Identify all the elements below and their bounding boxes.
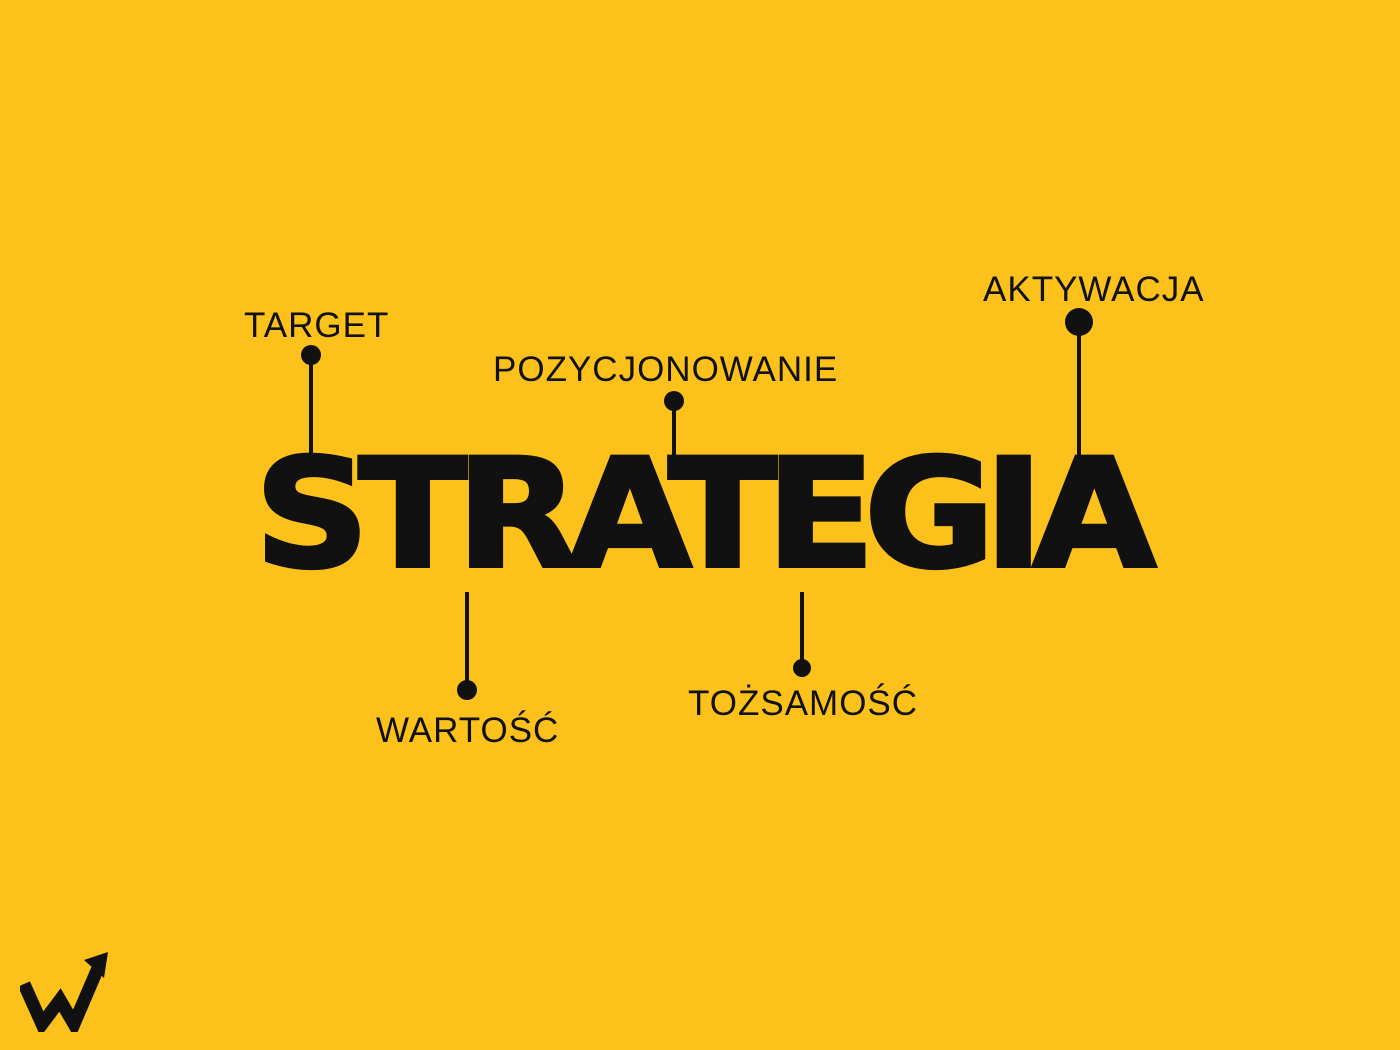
branch-label-aktywacja: AKTYWACJA — [983, 270, 1205, 309]
branch-dot-tozsamosc — [793, 659, 811, 677]
arrow-w-logo-icon — [20, 952, 108, 1032]
branch-label-tozsamosc: TOŻSAMOŚĆ — [688, 684, 919, 723]
branch-line-aktywacja — [1077, 322, 1081, 465]
branch-line-wartosc — [465, 592, 469, 690]
branch-label-wartosc: WARTOŚĆ — [376, 711, 560, 750]
branch-line-pozycjonowanie — [672, 401, 676, 465]
branch-line-target — [309, 355, 313, 465]
branch-label-pozycjonowanie: POZYCJONOWANIE — [493, 350, 839, 389]
branch-line-tozsamosc — [800, 592, 804, 668]
main-title: STRATEGIA — [253, 428, 1158, 602]
branch-dot-wartosc — [457, 680, 477, 700]
branch-label-target: TARGET — [244, 306, 390, 345]
